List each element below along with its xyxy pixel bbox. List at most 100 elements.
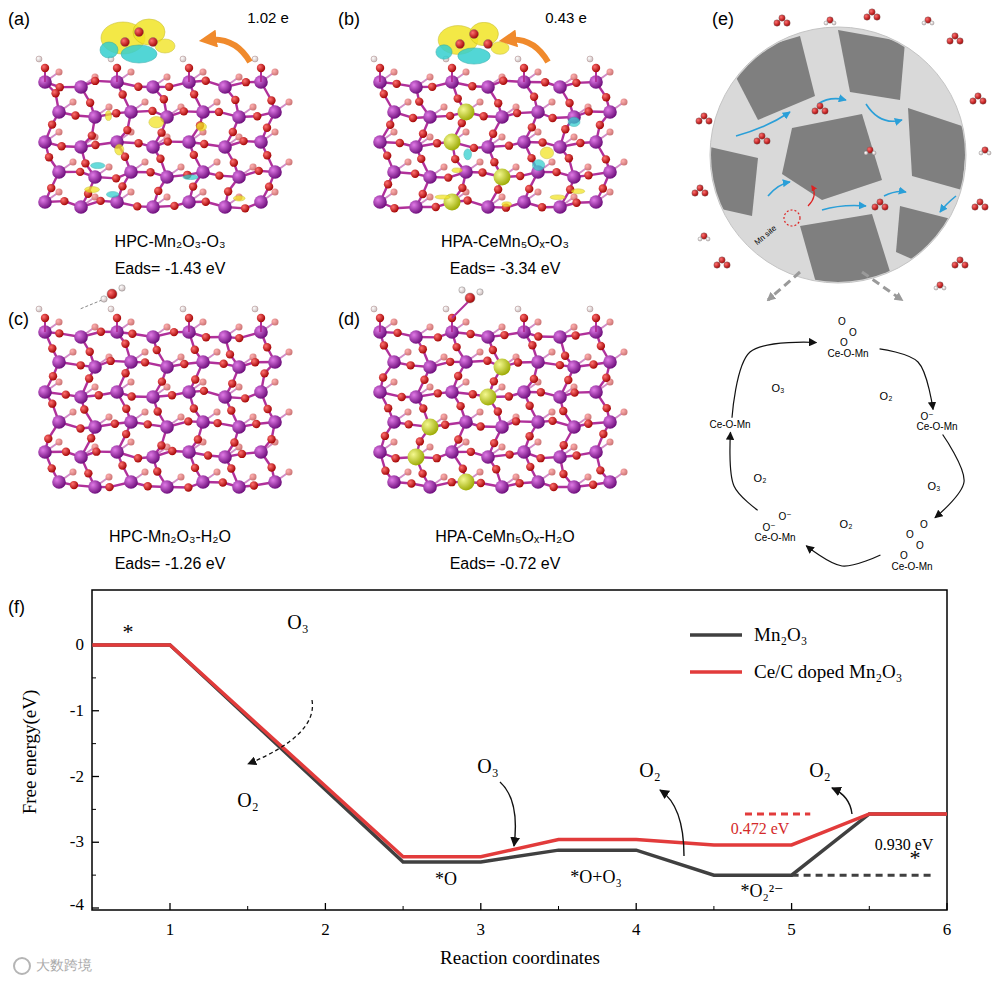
atoms	[160, 480, 174, 494]
atoms	[434, 389, 442, 397]
species-text: O	[900, 551, 908, 562]
atoms	[48, 120, 56, 128]
back-layer	[607, 69, 614, 76]
ozone-molecule	[696, 113, 712, 124]
atoms	[230, 158, 238, 166]
back-layer	[70, 409, 77, 416]
charge-density	[502, 202, 512, 207]
atoms	[111, 420, 119, 428]
atoms	[215, 108, 223, 116]
energy-chart	[92, 907, 99, 908]
atoms	[387, 475, 401, 489]
atoms	[113, 314, 121, 322]
atoms	[459, 465, 467, 473]
legend-line-sample	[688, 622, 746, 648]
charge-density	[540, 147, 553, 159]
water-molecule	[942, 286, 946, 290]
energy-chart	[791, 903, 792, 910]
atoms	[146, 330, 160, 344]
back-layer	[236, 324, 243, 331]
atoms	[241, 394, 249, 402]
atoms	[260, 369, 268, 377]
ozone-molecule	[972, 204, 978, 210]
back-layer	[427, 384, 434, 391]
atoms	[218, 390, 232, 404]
back-layer	[571, 134, 578, 141]
atoms	[110, 385, 124, 399]
atoms	[257, 314, 265, 322]
atoms	[392, 80, 400, 88]
atoms	[525, 185, 533, 193]
ozone-molecule	[947, 33, 963, 44]
atoms	[254, 135, 268, 149]
reaction-step-arrow	[880, 349, 933, 410]
atoms	[409, 330, 423, 344]
charge-density	[491, 42, 509, 55]
axis-title: Free energy(eV)	[20, 690, 41, 815]
atoms	[215, 171, 223, 179]
atoms	[123, 126, 131, 134]
atoms	[589, 135, 603, 149]
atoms	[541, 78, 549, 86]
atoms	[194, 435, 202, 443]
atoms	[232, 170, 246, 184]
atoms	[47, 184, 55, 192]
atoms	[156, 155, 164, 163]
back-layer	[56, 379, 63, 386]
back-layer	[427, 74, 434, 81]
atoms	[257, 64, 265, 72]
back-layer	[621, 349, 628, 356]
species-text: O	[838, 317, 846, 328]
atoms	[141, 358, 149, 366]
atoms	[458, 184, 466, 192]
atoms	[515, 56, 521, 62]
back-layer	[585, 354, 592, 361]
atoms	[489, 346, 497, 354]
axis-title: Reaction coordinates	[440, 948, 600, 969]
atoms	[565, 99, 573, 107]
atoms	[433, 454, 441, 462]
state-label: *	[123, 620, 134, 644]
axis-tick-label: 1	[166, 921, 175, 940]
porous-particle	[884, 192, 906, 197]
atoms	[122, 430, 130, 438]
ozone-molecule	[692, 185, 708, 196]
atoms	[52, 475, 66, 489]
atoms	[227, 406, 235, 414]
ozone-molecule	[774, 20, 780, 26]
atoms	[448, 64, 456, 72]
atoms	[204, 451, 212, 459]
ozone-molecule	[947, 38, 953, 44]
atoms	[252, 420, 260, 428]
back-layer	[463, 129, 470, 136]
back-layer	[56, 129, 63, 136]
water-molecule	[698, 233, 710, 241]
ozone-molecule	[779, 15, 785, 21]
charge-density	[458, 48, 490, 64]
ozone-molecule	[872, 204, 878, 210]
atoms	[112, 174, 120, 182]
atoms	[492, 465, 500, 473]
atoms	[255, 167, 263, 175]
panel-letter: (a)	[8, 10, 30, 30]
ozone-molecule	[962, 262, 968, 268]
atoms	[235, 334, 243, 342]
edge-label: O₂	[753, 472, 768, 484]
reaction-step-arrow	[806, 546, 880, 566]
charge-transfer-value: 0.43 e	[545, 10, 587, 27]
atoms	[92, 447, 100, 455]
atoms	[36, 56, 282, 214]
atoms	[196, 355, 210, 369]
atoms	[441, 421, 449, 429]
back-layer	[106, 414, 113, 421]
back-layer	[56, 69, 63, 76]
charge-density	[85, 19, 245, 201]
atoms	[576, 139, 584, 147]
ozone-molecule	[812, 108, 818, 114]
atoms	[515, 479, 523, 487]
back-layer	[178, 414, 185, 421]
ozone-molecule	[759, 133, 765, 139]
atoms	[516, 172, 524, 180]
atoms	[418, 469, 426, 477]
back-layer	[272, 189, 279, 196]
